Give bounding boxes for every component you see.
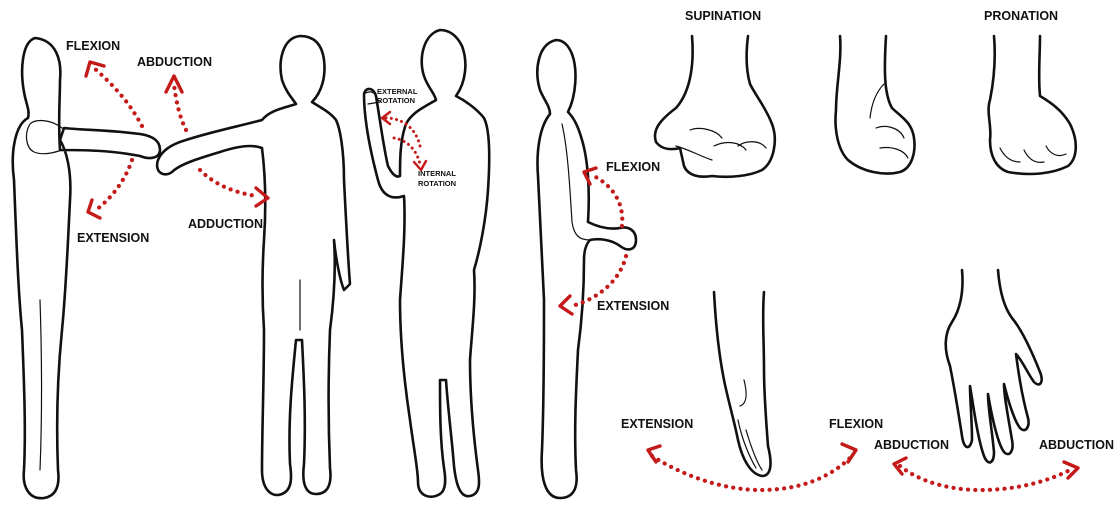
wrist-left-abduction-label: ABDUCTION — [874, 438, 949, 452]
internal-rotation-label-line-2: ROTATION — [418, 179, 456, 188]
extension-arrow-dots — [96, 160, 132, 210]
supinated-fist — [655, 36, 775, 177]
shoulder-abduction-figure: ADDUCTION — [157, 36, 350, 495]
shoulder-adduction-label: ADDUCTION — [188, 217, 263, 231]
wrist-deviation-panel: ABDUCTION ABDUCTION — [874, 270, 1114, 490]
external-rotation-label-line-2: ROTATION — [377, 96, 415, 105]
wrist-right-abduction-label: ABDUCTION — [1039, 438, 1114, 452]
pronated-fist — [989, 36, 1076, 174]
elbow-flexion-arrow-dots — [594, 176, 622, 226]
wrist-extension-label: EXTENSION — [621, 417, 693, 431]
wrist-flexion-arrow-head — [842, 444, 856, 462]
external-rotation-label-line-1: EXTERNAL — [377, 87, 418, 96]
shoulder-abduction-label: ABDUCTION — [137, 55, 212, 69]
wrist-flexion-panel: EXTENSION FLEXION — [621, 292, 883, 490]
flexion-arrow-dots — [94, 68, 142, 126]
adduction-arrow-dots — [200, 170, 256, 196]
open-hand-palm-view — [946, 270, 1042, 462]
forearm-rotation-panel: SUPINATION PRONATION — [655, 9, 1076, 177]
internal-rotation-label-line-1: INTERNAL — [418, 169, 456, 178]
shoulder-flexion-label: FLEXION — [66, 39, 120, 53]
elbow-flexion-label: FLEXION — [606, 160, 660, 174]
wrist-hand-side-view — [714, 292, 770, 476]
shoulder-flexion-figure: FLEXION ABDUCTION EXTENSION — [13, 38, 212, 498]
pronation-label: PRONATION — [984, 9, 1058, 23]
shoulder-rotation-figure: EXTERNAL ROTATION INTERNAL ROTATION — [364, 30, 489, 497]
wrist-flexion-label: FLEXION — [829, 417, 883, 431]
elbow-extension-label: EXTENSION — [597, 299, 669, 313]
supination-label: SUPINATION — [685, 9, 761, 23]
neutral-fist — [836, 36, 915, 174]
deviation-arc-arrow-dots — [900, 466, 1070, 490]
figure-2-silhouette — [157, 36, 350, 495]
figure-1-silhouette — [13, 38, 160, 498]
shoulder-extension-label: EXTENSION — [77, 231, 149, 245]
